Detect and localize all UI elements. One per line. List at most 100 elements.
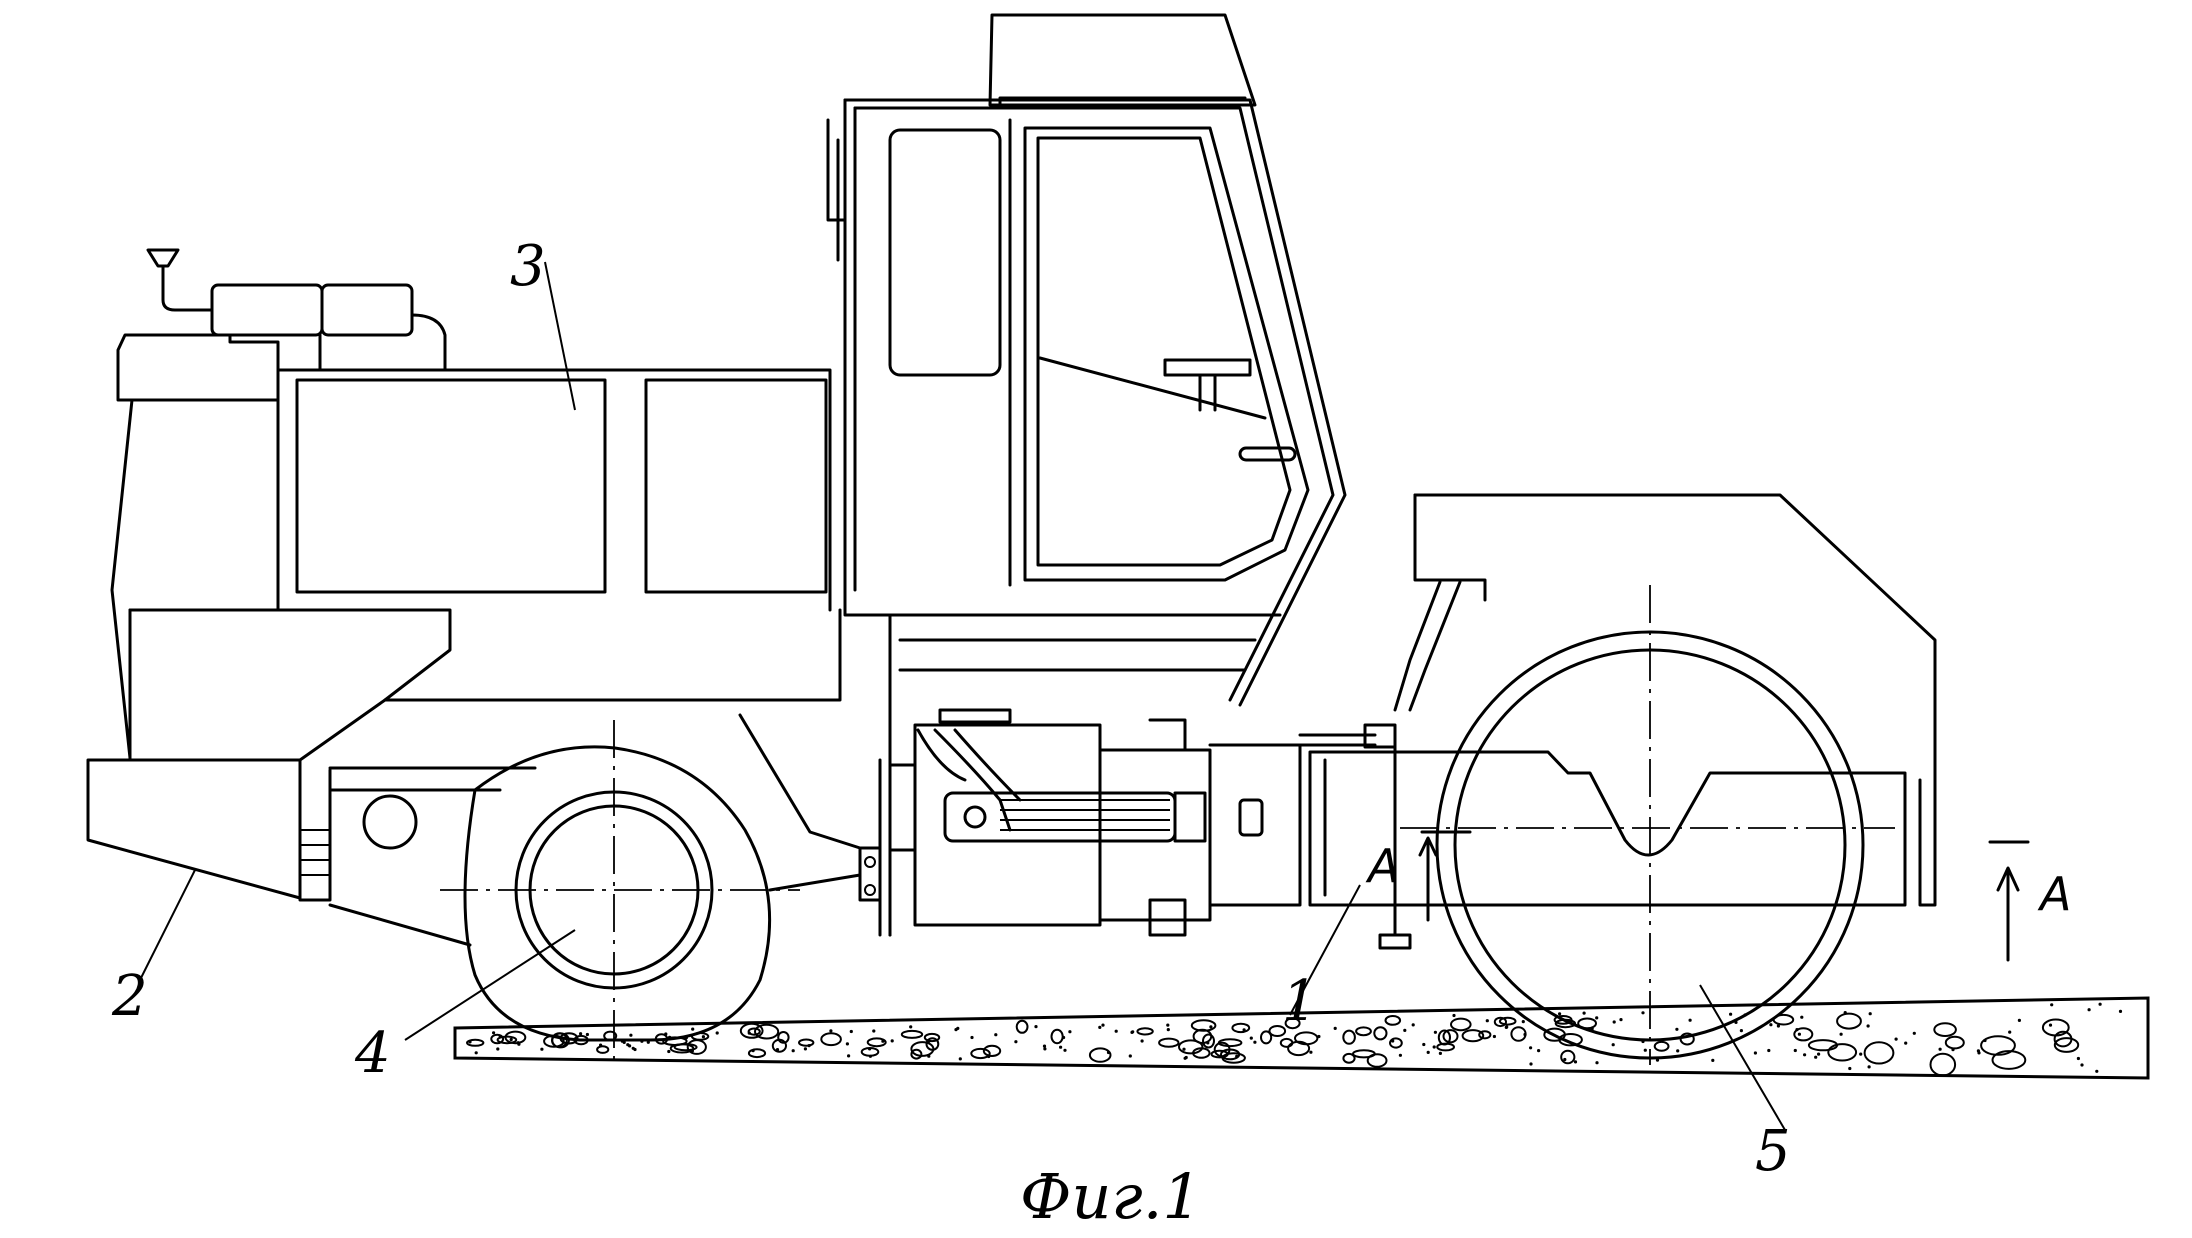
aggregate-grain [701, 1035, 706, 1039]
aggregate-stone [596, 1045, 610, 1054]
label-3: 3 [510, 234, 546, 299]
aggregate-grain [667, 1049, 671, 1054]
label-4: 4 [354, 1021, 391, 1086]
figure-caption: Фиг.1 [1020, 1160, 1202, 1233]
aggregate-stone [1991, 1050, 2027, 1070]
rear-bumper [86, 698, 387, 902]
aggregate-grain [1426, 1050, 1430, 1054]
aggregate-stone [1836, 1012, 1862, 1030]
aggregate-grain [2080, 1063, 2084, 1067]
aggregate-grain [1242, 1028, 1246, 1032]
aggregate-grain [1595, 1061, 1599, 1065]
aggregate-stone [1202, 1033, 1215, 1049]
aggregate-grain [1452, 1013, 1456, 1018]
aggregate-grain [1433, 1030, 1437, 1034]
aggregate-grain [517, 1042, 521, 1046]
aggregate-grain [1612, 1020, 1616, 1024]
aggregate-grain [1523, 1032, 1527, 1037]
aggregate-grain [1793, 1048, 1797, 1053]
aggregate-stone [1384, 1015, 1402, 1026]
aggregate-stone [1793, 1027, 1814, 1042]
aggregate-grain [890, 1039, 894, 1043]
aggregate-stone [1136, 1027, 1154, 1036]
aggregate-grain [1619, 1018, 1623, 1022]
aggregate-stone [1498, 1016, 1517, 1026]
aggregate-grain [690, 1049, 695, 1053]
aggregate-stone [1355, 1026, 1372, 1037]
aggregate-grain [1803, 1053, 1807, 1057]
aggregate-stone [866, 1037, 887, 1048]
aggregate-grain [1795, 1028, 1799, 1032]
aggregate-grain [1563, 1057, 1567, 1062]
aggregate-grain [1521, 1020, 1525, 1024]
aggregate-stone [910, 1048, 923, 1060]
aggregate-grain [509, 1037, 513, 1042]
hydraulic-cylinder [913, 718, 1397, 937]
aggregate-grain [1739, 1029, 1743, 1033]
aggregate-stone [686, 1039, 707, 1055]
aggregate-grain [2095, 1069, 2099, 1073]
aggregate-stone [1478, 1030, 1492, 1040]
front-roller-frame [1308, 493, 1937, 1065]
aggregate-grain [1182, 1047, 1186, 1051]
aggregate-stone [1260, 1030, 1273, 1045]
aggregate-grain [2098, 1002, 2102, 1006]
aggregate-stone [1342, 1052, 1356, 1064]
aggregate-grain [1309, 1050, 1313, 1054]
aggregate-grain [1643, 1048, 1647, 1052]
aggregate-grain [1166, 1023, 1170, 1027]
aggregate-grain [715, 1031, 719, 1035]
aggregate-stone [747, 1027, 761, 1036]
aggregate-grain [1166, 1028, 1170, 1032]
aggregate-stone [1543, 1027, 1566, 1042]
aggregate-grain [1059, 1045, 1063, 1049]
aggregate-grain [1641, 1011, 1645, 1015]
aggregate-grain [1492, 1034, 1496, 1039]
aggregate-stone [754, 1023, 780, 1040]
aggregate-grain [585, 1032, 590, 1037]
aggregate-grain [1537, 1049, 1541, 1053]
label-5: 5 [1755, 1119, 1791, 1184]
aggregate-grain [498, 1034, 502, 1038]
aggregate-grain [1582, 1011, 1586, 1015]
aggregate-grain [1529, 1046, 1533, 1050]
aggregate-grain [1529, 1062, 1533, 1066]
aggregate-grain [849, 1029, 853, 1034]
aggregate-grain [1839, 1032, 1843, 1036]
aggregate-stone [1210, 1049, 1229, 1059]
aggregate-grain [1951, 1048, 1955, 1052]
aggregate-stone [1929, 1052, 1957, 1077]
aggregate-grain [1063, 1048, 1067, 1052]
aggregate-grain [1333, 1026, 1337, 1030]
aggregate-grain [628, 1044, 632, 1048]
aggregate-grain [540, 1047, 544, 1051]
label-1: 1 [1282, 969, 1318, 1034]
aggregate-grain [1253, 1040, 1257, 1044]
aggregate-grain [496, 1047, 500, 1051]
aggregate-stone [1284, 1017, 1301, 1030]
aggregate-grain [599, 1043, 603, 1047]
aggregate-grain [1894, 1037, 1898, 1041]
aggregate-grain [775, 1048, 780, 1052]
aggregate-grain [987, 1054, 991, 1059]
aggregate-stone [1373, 1026, 1388, 1041]
aggregate-stone [970, 1047, 991, 1060]
aggregate-stone [1366, 1053, 1388, 1068]
aggregate-stone [771, 1038, 788, 1053]
aggregate-stone [982, 1044, 1002, 1058]
aggregate-stone [925, 1037, 940, 1051]
aggregate-grain [1317, 1034, 1321, 1039]
aggregate-grain [751, 1049, 755, 1053]
section-marker-a-right: A [2037, 867, 2071, 921]
aggregate-grain [1128, 1054, 1132, 1058]
aggregate-grain [803, 1047, 808, 1051]
aggregate-stone [1827, 1043, 1858, 1062]
aggregate-grain [1249, 1036, 1253, 1040]
aggregate-grain [2008, 1030, 2012, 1034]
aggregate-grain [1800, 1015, 1804, 1019]
aggregate-stone [820, 1032, 842, 1047]
aggregate-grain [1866, 1024, 1870, 1028]
aggregate-stone [1158, 1037, 1180, 1048]
aggregate-grain [1611, 1043, 1615, 1047]
